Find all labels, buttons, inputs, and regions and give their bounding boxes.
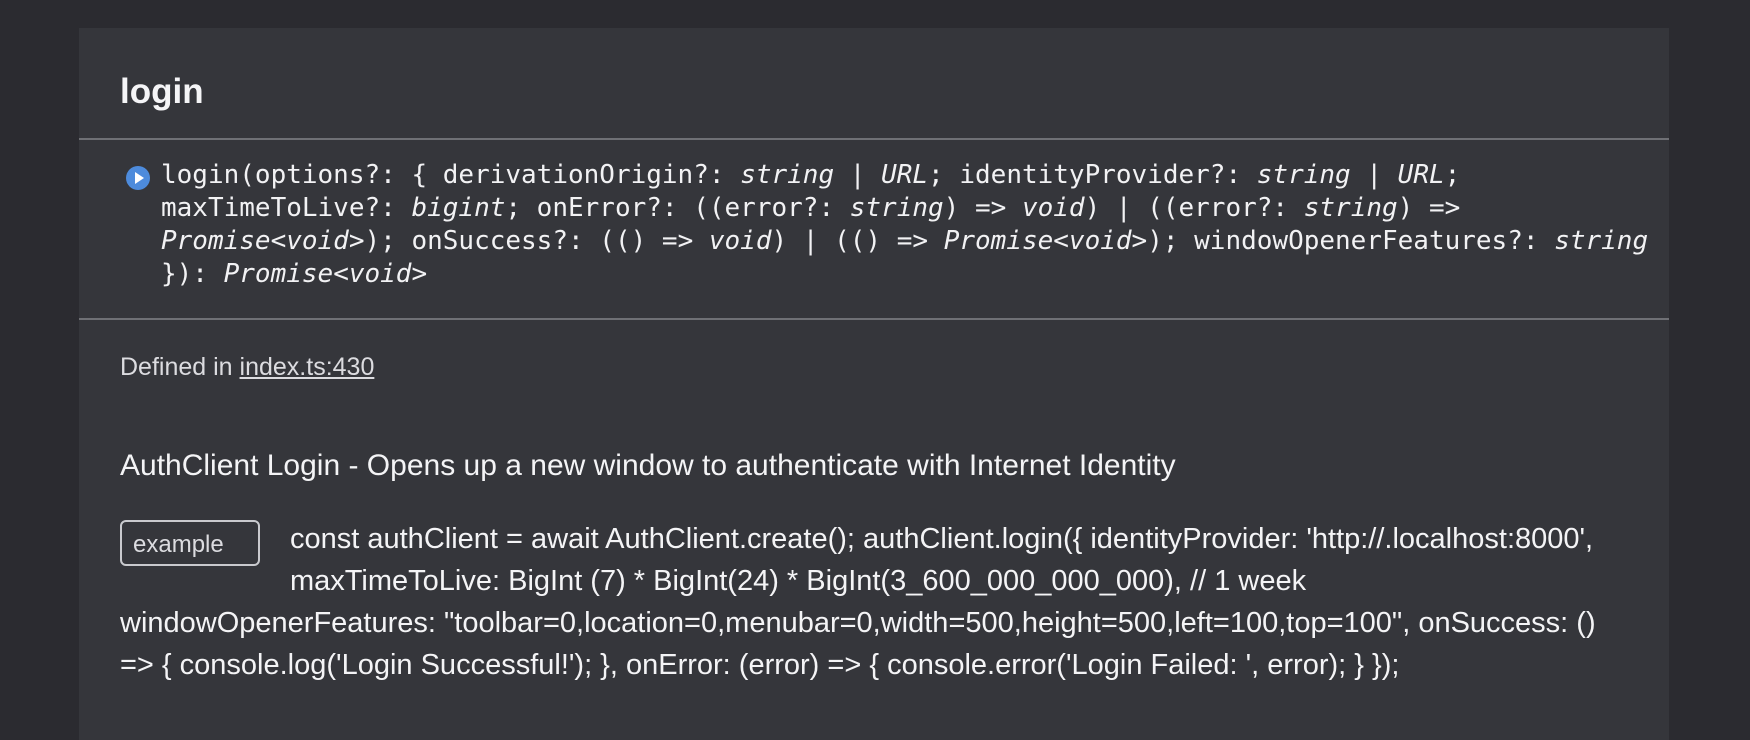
signature-text: ) => [943,193,1022,223]
signature-type: bigint [411,193,506,223]
doc-panel: login login(options?: { derivationOrigin… [79,28,1669,740]
signature-type: URL [881,160,929,190]
divider [79,138,1669,140]
signature-text: login(options?: { derivationOrigin?: [161,160,741,190]
signature-text: ; onError?: ((error?: [505,193,850,223]
signature-text: }): [161,259,224,289]
signature-type: URL [1397,160,1445,190]
example-block: example const authClient = await AuthCli… [120,518,1620,686]
signature-type: string [740,160,835,190]
defined-in-label: Defined in [120,353,240,381]
signature-text: ); windowOpenerFeatures?: [1147,226,1555,256]
signature-type: Promise<void> [161,226,365,256]
signature-type: string [1303,193,1398,223]
signature-text: ); onSuccess?: (() => [364,226,709,256]
signature-type: string [1256,160,1351,190]
method-signature: login(options?: { derivationOrigin?: str… [161,159,1661,291]
signature-type: string [1554,226,1649,256]
signature-text: | [1350,160,1398,190]
signature-type: Promise<void> [943,226,1148,256]
method-description: AuthClient Login - Opens up a new window… [120,449,1176,482]
signature-text: ) => [1397,193,1461,223]
signature-text: | [834,160,882,190]
signature-type: void [708,226,772,256]
source-link[interactable]: index.ts:430 [239,353,375,381]
signature-text: ; maxTimeToLive?: [161,160,1461,223]
play-circle-icon[interactable] [126,166,150,190]
divider [79,318,1669,320]
signature-text: ; identityProvider?: [928,160,1257,190]
defined-in: Defined in index.ts:430 [120,352,374,382]
signature-text: ) | ((error?: [1084,193,1304,223]
signature-type: void [1021,193,1085,223]
signature-type: Promise<void> [223,259,428,289]
signature-text: ) | (() => [771,226,944,256]
signature-type: string [849,193,944,223]
example-tag: example [120,520,260,566]
page-title: login [120,72,204,111]
example-code: const authClient = await AuthClient.crea… [120,523,1596,681]
